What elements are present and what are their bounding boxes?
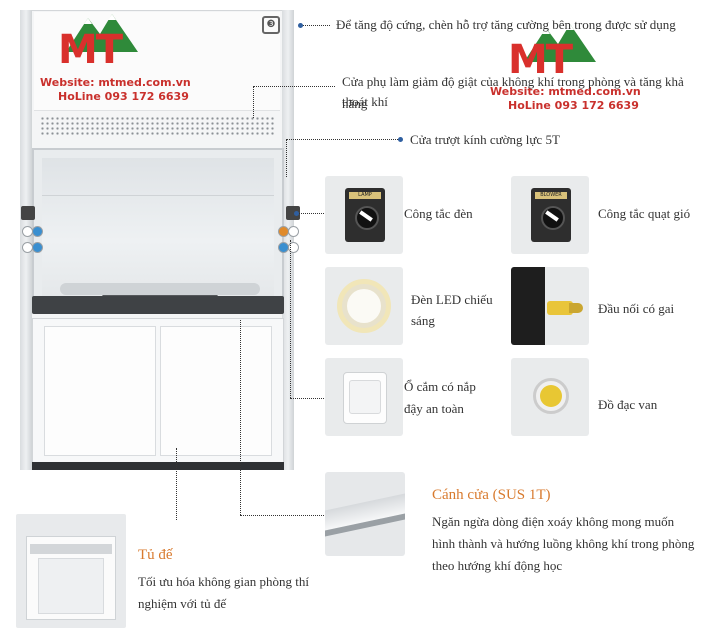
label-light-switch: Công tắc đèn	[404, 206, 473, 221]
door-panel-line3: theo hướng khí động học	[432, 558, 563, 573]
baffle-line	[42, 195, 274, 196]
label-led-line1: Đèn LED chiếu	[411, 292, 493, 307]
cabinet-door-right	[160, 326, 272, 456]
right-valve-icon	[288, 226, 299, 237]
left-valve-blue-icon	[32, 226, 43, 237]
right-valve-icon	[288, 242, 299, 253]
callout-line	[290, 398, 326, 399]
base-cabinet-title: Tủ đế	[138, 547, 173, 563]
right-switch-icon	[286, 206, 300, 220]
thumb-door-sus	[325, 472, 405, 556]
callout-line	[286, 139, 287, 177]
label-outlet-line2: đậy an toàn	[404, 401, 464, 416]
work-surface	[32, 296, 284, 314]
callout-sash: Cửa trượt kính cường lực 5T	[410, 132, 560, 147]
label-fan-switch: Công tắc quạt gió	[598, 206, 691, 221]
left-valve-icon	[22, 226, 33, 237]
sash-handle	[60, 283, 260, 295]
callout-baffle-line1: Cửa phụ làm giảm độ giật của không khí t…	[342, 74, 684, 111]
thumb-fan-switch: BLOWER	[511, 176, 589, 254]
door-panel-line2: hình thành và hướng luồng không khí tron…	[432, 536, 695, 551]
sash-glass	[42, 158, 274, 296]
thumb-base-cabinet	[16, 514, 126, 628]
base-cabinet-line1: Tối ưu hóa không gian phòng thí	[138, 574, 309, 589]
callout-line	[296, 213, 326, 214]
callout-line	[300, 25, 330, 26]
right-post	[282, 10, 294, 470]
callout-line	[240, 515, 326, 516]
callout-line	[176, 448, 177, 520]
callout-baffle-line2: thoát khí	[342, 94, 388, 109]
vent-grille	[40, 116, 276, 136]
kickplate	[32, 462, 284, 470]
callout-dot	[298, 23, 303, 28]
callout-line	[286, 139, 400, 140]
callout-line	[290, 240, 291, 398]
thumb-valve	[511, 358, 589, 436]
callout-dot	[398, 137, 403, 142]
left-switch-icon	[21, 206, 35, 220]
base-cabinet-line2: nghiệm với tủ đế	[138, 596, 227, 611]
label-led-line2: sáng	[411, 313, 435, 328]
thumb-safety-outlet	[325, 358, 403, 436]
cabinet-door-left	[44, 326, 156, 456]
brand-corner-icon: ❸	[262, 16, 280, 34]
label-barbed-fitting: Đầu nối có gai	[598, 301, 675, 316]
thumb-led-light	[325, 267, 403, 345]
door-panel-title: Cánh cửa (SUS 1T)	[432, 487, 551, 503]
label-valve: Đồ đạc van	[598, 397, 658, 412]
thumb-light-switch: LAMP	[325, 176, 403, 254]
left-post	[20, 10, 32, 470]
label-outlet-line1: Ổ cắm có nắp	[404, 379, 476, 394]
callout-line	[253, 86, 254, 118]
top-panel	[34, 12, 280, 111]
callout-line	[240, 320, 241, 515]
callout-dot	[294, 211, 299, 216]
left-valve-blue-icon	[32, 242, 43, 253]
door-panel-line1: Ngăn ngừa dòng điện xoáy không mong muốn	[432, 514, 675, 529]
thumb-barbed-fitting	[511, 267, 589, 345]
callout-line	[253, 86, 335, 87]
callout-top-reinforce: Để tăng độ cứng, chèn hỗ trợ tăng cường …	[336, 17, 676, 32]
